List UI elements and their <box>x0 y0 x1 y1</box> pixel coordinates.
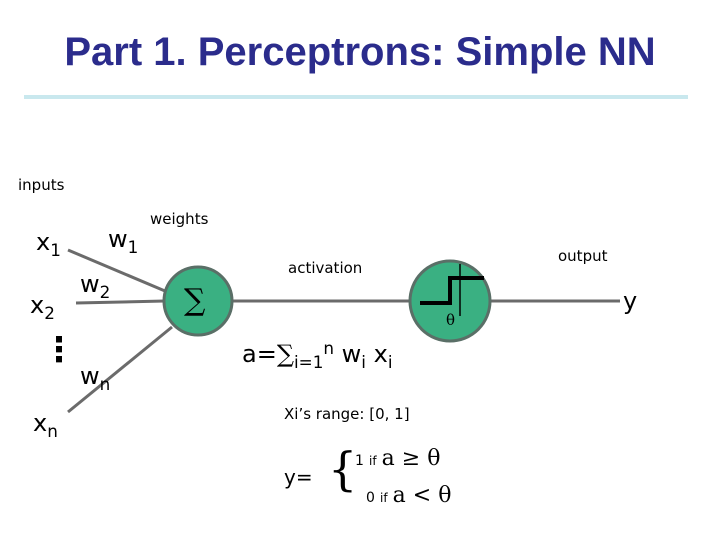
inputs-label: inputs <box>18 176 65 194</box>
activation-formula: a=∑i=1n wi xi <box>242 337 393 372</box>
output-y: y <box>623 287 638 315</box>
piecewise-brace: { <box>328 442 358 496</box>
piecewise-case-1: 1 if a ≥ θ <box>355 446 441 471</box>
input-xn: xn <box>33 409 58 441</box>
connection-x1 <box>67 248 166 293</box>
input-x1: x1 <box>36 228 61 260</box>
page-title: Part 1. Perceptrons: Simple NN <box>64 30 656 74</box>
title-divider <box>24 95 688 99</box>
output-label: output <box>558 247 608 265</box>
step-function-icon <box>420 276 484 305</box>
weights-label: weights <box>150 210 209 228</box>
connection-x2 <box>75 299 166 305</box>
summation-node <box>162 265 234 337</box>
piecewise-lhs: y= <box>284 465 313 489</box>
range-text: Xi’s range: [0, 1] <box>284 405 410 423</box>
activation-label: activation <box>288 259 363 277</box>
weight-wn: wn <box>80 362 111 394</box>
theta-label: θ <box>446 311 456 329</box>
sigma-icon: ∑ <box>184 283 206 318</box>
input-x2: x2 <box>30 291 55 323</box>
inputs-ellipsis: ⋮ <box>42 330 76 370</box>
connection-xn <box>67 325 173 414</box>
weight-w1: w1 <box>108 225 139 257</box>
weight-w2: w2 <box>80 270 111 302</box>
piecewise-case-2: 0 if a < θ <box>366 483 452 508</box>
